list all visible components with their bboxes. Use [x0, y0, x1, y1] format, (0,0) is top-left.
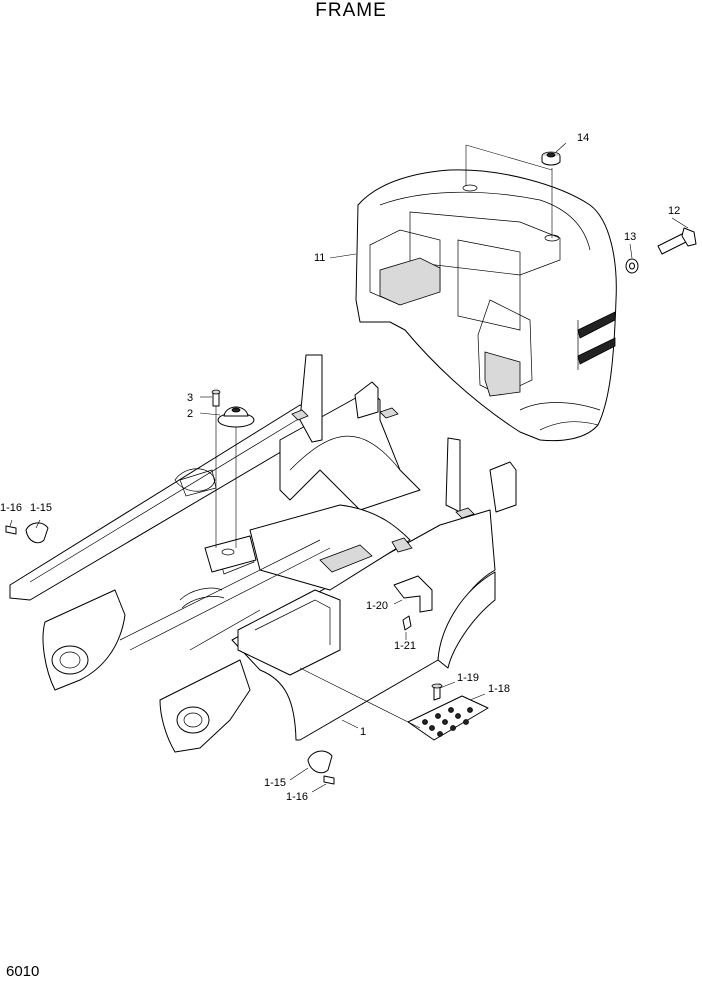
- callout-11: 11: [314, 252, 325, 264]
- callout-13: 13: [624, 231, 636, 243]
- bracket-part: [393, 575, 433, 613]
- mount-part: [217, 406, 255, 428]
- callout-12: 12: [668, 205, 680, 217]
- bolt-part: [657, 227, 697, 255]
- leader-lines: [9, 142, 689, 793]
- callout-3: 3: [187, 392, 193, 404]
- stud-part: [211, 389, 221, 407]
- cover-part-lower: [307, 750, 333, 774]
- cap-part: [541, 151, 561, 166]
- callout-1-19: 1-19: [457, 672, 479, 684]
- callout-1-20: 1-20: [366, 600, 388, 612]
- bolt-part-lower: [323, 775, 335, 785]
- page-number: 6010: [6, 963, 40, 980]
- screw-part: [402, 615, 412, 631]
- callout-1-21: 1-21: [394, 640, 416, 652]
- callout-1: 1: [360, 726, 366, 738]
- washer-part: [625, 258, 639, 274]
- page-title: FRAME: [315, 0, 387, 21]
- callout-1-15-upper: 1-15: [30, 502, 52, 514]
- callout-2: 2: [187, 408, 193, 420]
- counterweight-part: [355, 169, 617, 442]
- main-frame-part: [9, 354, 517, 753]
- callout-1-16-lower: 1-16: [286, 791, 308, 803]
- step-plate-part: [407, 695, 489, 741]
- bolt-part-upper: [5, 525, 17, 535]
- bolt-1-19-part: [431, 683, 443, 701]
- callout-1-18: 1-18: [488, 683, 510, 695]
- callout-1-16-upper: 1-16: [0, 502, 22, 514]
- callout-14: 14: [577, 132, 589, 144]
- callout-1-15-lower: 1-15: [264, 777, 286, 789]
- cover-part-upper: [25, 522, 49, 544]
